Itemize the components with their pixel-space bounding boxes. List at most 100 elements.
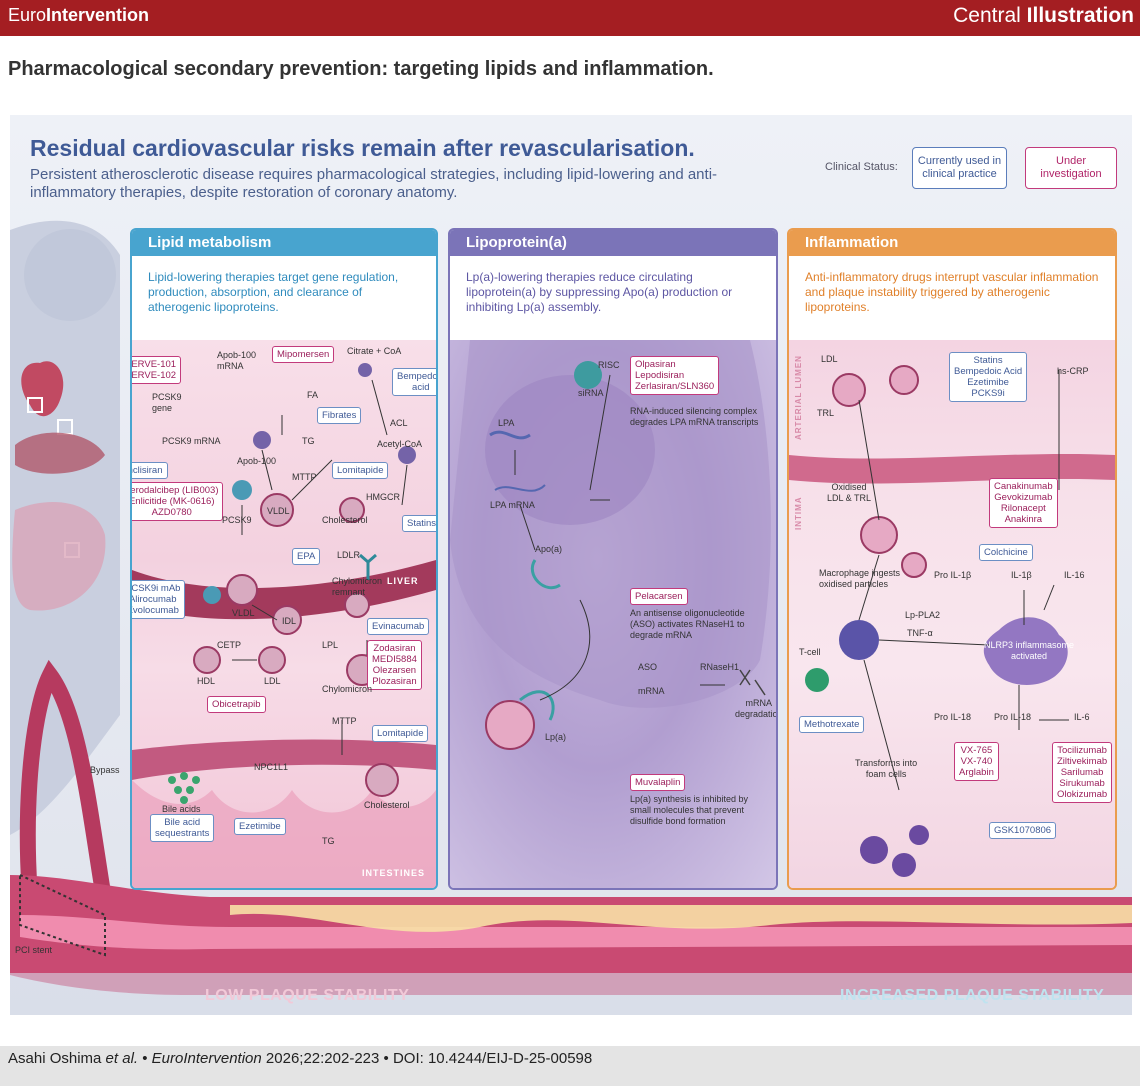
figure-headline: Residual cardiovascular risks remain aft…	[30, 135, 695, 161]
ldlr-receptor	[359, 553, 377, 580]
heart-shape	[21, 361, 64, 417]
acl-label: ACL	[390, 418, 408, 428]
vldl-label: VLDL	[267, 506, 290, 516]
hmgcr-label: HMGCR	[366, 492, 400, 502]
foam-cell-label: Transforms into foam cells	[855, 758, 918, 779]
acetyl-coa-label: Acetyl-CoA	[377, 439, 423, 449]
inclisiran-box: Inclisiran	[132, 462, 168, 479]
mrna-label: mRNA	[638, 686, 665, 696]
bile-sequestrants-box: Bile acid sequestrants	[150, 814, 215, 842]
stent	[19, 873, 106, 957]
lpa-panel-desc: Lp(a)-lowering therapies reduce circulat…	[450, 256, 776, 340]
pcsk9-mab-text: PCSK9i mAb Alirocumab Evolocumab	[130, 583, 181, 616]
oxidised-particle	[860, 516, 898, 554]
ldl-label: LDL	[264, 676, 281, 686]
figure-subtitle: Pharmacological secondary prevention: ta…	[8, 58, 714, 80]
rnai-note: RNA-induced silencing complex degrades L…	[630, 406, 759, 427]
cetp-label: CETP	[217, 640, 242, 650]
lpa-artwork	[450, 340, 771, 750]
pcsk9-protein-2	[203, 586, 221, 604]
tcell-label: T-cell	[799, 647, 821, 657]
mttp-intestine-label: MTTP	[332, 716, 357, 726]
apob-mrna-label: Apob-100 mRNA	[217, 350, 257, 371]
lomitapide-intestine-box: Lomitapide	[372, 725, 429, 742]
epa-box: EPA	[292, 548, 321, 565]
citation-footer: Asahi Oshima et al. • EuroIntervention 2…	[0, 1046, 1140, 1086]
zodasiran-text: Zodasiran MEDI5884 Olezarsen Plozasiran	[372, 643, 417, 687]
zodasiran-box: Zodasiran MEDI5884 Olezarsen Plozasiran	[367, 640, 422, 690]
colchicine-box: Colchicine	[979, 544, 1033, 561]
trl-lumen-label: TRL	[817, 408, 835, 418]
vldl2-label: VLDL	[232, 608, 255, 618]
bile-acids-label: Bile acids	[162, 804, 201, 814]
lerodalcibep-text: Lerodalcibep (LIB003) Enlicitide (MK-061…	[130, 485, 219, 518]
ldl-particle	[258, 646, 286, 674]
lipid-arrows	[232, 379, 408, 755]
low-plaque-stability-label: LOW PLAQUE STABILITY	[205, 987, 410, 1004]
brand-bold: Intervention	[46, 5, 150, 25]
statins-infl-text: Statins Bempedoic Acid Ezetimibe PCKS9i	[954, 355, 1023, 399]
lpa-particle-shape	[485, 700, 535, 750]
zoom-marker-heart	[27, 397, 43, 413]
lpa-tail	[519, 690, 555, 721]
inflammation-panel-body: ARTERIAL LUMEN INTIMA LDL TRL Statins Be…	[789, 340, 1115, 888]
header-bar: EuroIntervention Central Illustration	[0, 0, 1140, 36]
macrophage-label: Macrophage ingests oxidised particles	[819, 568, 901, 589]
figure-lead: Persistent atherosclerotic disease requi…	[30, 166, 718, 201]
citation-text: Asahi Oshima et al. • EuroIntervention 2…	[8, 1050, 592, 1067]
tnfa-label: TNF-α	[907, 628, 933, 638]
inflammation-panel-desc: Anti-inflammatory drugs interrupt vascul…	[789, 256, 1115, 340]
tg-intestine-label: TG	[322, 836, 335, 846]
muvalaplin-note: Lp(a) synthesis is inhibited by small mo…	[630, 794, 749, 826]
stability-band	[10, 973, 1132, 1015]
risc-label: RISC	[598, 360, 620, 370]
olpasiran-box: Olpasiran Lepodisiran Zerlasiran/SLN360	[630, 356, 720, 395]
hdl-label: HDL	[197, 676, 216, 686]
lpa-particle-label: Lp(a)	[545, 732, 567, 742]
lpa-mrna-label: LPA mRNA	[490, 500, 535, 510]
intestine-band	[132, 739, 436, 780]
hscrp-label: hs-CRP	[1057, 366, 1089, 376]
chylo-remnant-label: Chylomicron remnant	[332, 576, 383, 597]
intestine-shape	[12, 502, 106, 611]
ezetimibe-box: Ezetimibe	[234, 818, 286, 835]
muvalaplin-box: Muvalaplin	[630, 774, 686, 791]
human-head	[24, 229, 116, 321]
inflammation-panel: Inflammation Anti-inflammatory drugs int…	[787, 228, 1117, 890]
pro-il18-label-b: Pro IL-18	[994, 712, 1032, 722]
fibrates-box: Fibrates	[317, 407, 362, 424]
vx-text: VX-765 VX-740 Arglabin	[959, 745, 994, 778]
il6-label: IL-6	[1074, 712, 1090, 722]
risc-complex	[574, 361, 602, 389]
liver-shape	[15, 432, 105, 474]
apoa-label: Apo(a)	[535, 544, 563, 554]
background-artwork	[10, 220, 1132, 1015]
fa-label: FA	[307, 390, 319, 400]
lipid-panel-desc: Lipid-lowering therapies target gene reg…	[132, 256, 436, 340]
section-light: Central	[953, 4, 1027, 27]
cholesterol-label: Cholesterol	[322, 515, 368, 525]
lipid-panel-title: Lipid metabolism	[132, 230, 436, 256]
acetyl-coa-protein	[398, 446, 416, 464]
bile-sequestrants-text: Bile acid sequestrants	[155, 817, 210, 839]
macrophage-cell	[839, 620, 879, 660]
tcell-shape	[805, 668, 829, 692]
pro-il18-label-a: Pro IL-18	[934, 712, 972, 722]
nlrp3-shape	[983, 617, 1068, 685]
bempedoic-text: Bempedoic acid	[397, 371, 438, 393]
mipomersen-box: Mipomersen	[272, 346, 335, 363]
citation-journal: EuroIntervention	[151, 1050, 262, 1067]
tocilizumab-box: Tocilizumab Ziltivekimab Sarilumab Siruk…	[1052, 742, 1113, 803]
aso-label: ASO	[638, 662, 658, 672]
clinical-status-label: Clinical Status:	[825, 161, 898, 173]
chylo-remnant-particle	[344, 592, 370, 618]
apob-protein	[253, 431, 271, 449]
lomitapide-box: Lomitapide	[332, 462, 389, 479]
lpa-gene-label: LPA	[498, 418, 515, 428]
cholesterol-intestine-label: Cholesterol	[364, 800, 410, 810]
pro-il1b-label: Pro IL-1β	[934, 570, 972, 580]
tg-label: TG	[302, 436, 315, 446]
ldlr-label: LDLR	[337, 550, 361, 560]
vldl2-particle	[226, 574, 258, 606]
lipid-panel-body: LIVER INTESTINES VERVE-101 VERVE-102 Mip…	[132, 340, 436, 888]
